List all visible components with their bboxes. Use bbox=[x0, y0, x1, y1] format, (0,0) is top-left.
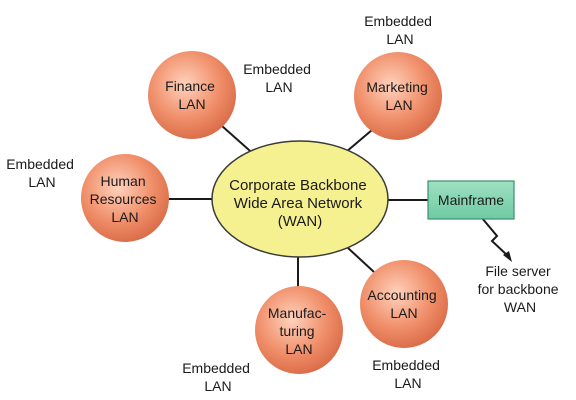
accounting-embedded-lan-note: Embedded LAN bbox=[372, 357, 444, 391]
link-marketing bbox=[345, 129, 373, 153]
mainframe-box[interactable]: Mainframe bbox=[427, 180, 515, 220]
marketing-embedded-lan-note: Embedded LAN bbox=[364, 13, 436, 47]
file-server-note: File server for backbone WAN bbox=[478, 263, 563, 315]
finance-lan-label: Finance LAN bbox=[165, 78, 219, 112]
accounting-lan-node[interactable]: Accounting LAN bbox=[360, 260, 448, 348]
manufacturing-lan-label: Manufac- turing LAN bbox=[268, 305, 330, 357]
accounting-lan-label: Accounting LAN bbox=[367, 287, 440, 321]
link-accounting bbox=[347, 247, 375, 273]
finance-embedded-lan-note: Embedded LAN bbox=[243, 61, 315, 95]
human-resources-lan-label: Human Resources LAN bbox=[90, 173, 161, 225]
finance-lan-node[interactable]: Finance LAN bbox=[148, 51, 236, 139]
marketing-lan-node[interactable]: Marketing LAN bbox=[354, 52, 442, 140]
manufacturing-lan-node[interactable]: Manufac- turing LAN bbox=[255, 286, 343, 374]
marketing-lan-label: Marketing LAN bbox=[366, 79, 431, 113]
manufacturing-embedded-lan-note: Embedded LAN bbox=[182, 360, 254, 394]
lightning-bolt-icon bbox=[481, 217, 509, 257]
wan-label: Corporate Backbone Wide Area Network (WA… bbox=[229, 177, 371, 230]
hr-embedded-lan-note: Embedded LAN bbox=[6, 156, 78, 190]
mainframe-label: Mainframe bbox=[438, 192, 504, 208]
wan-backbone-node[interactable]: Corporate Backbone Wide Area Network (WA… bbox=[211, 140, 389, 258]
lightning-arrow-tip bbox=[503, 251, 512, 262]
human-resources-lan-node[interactable]: Human Resources LAN bbox=[81, 154, 169, 242]
